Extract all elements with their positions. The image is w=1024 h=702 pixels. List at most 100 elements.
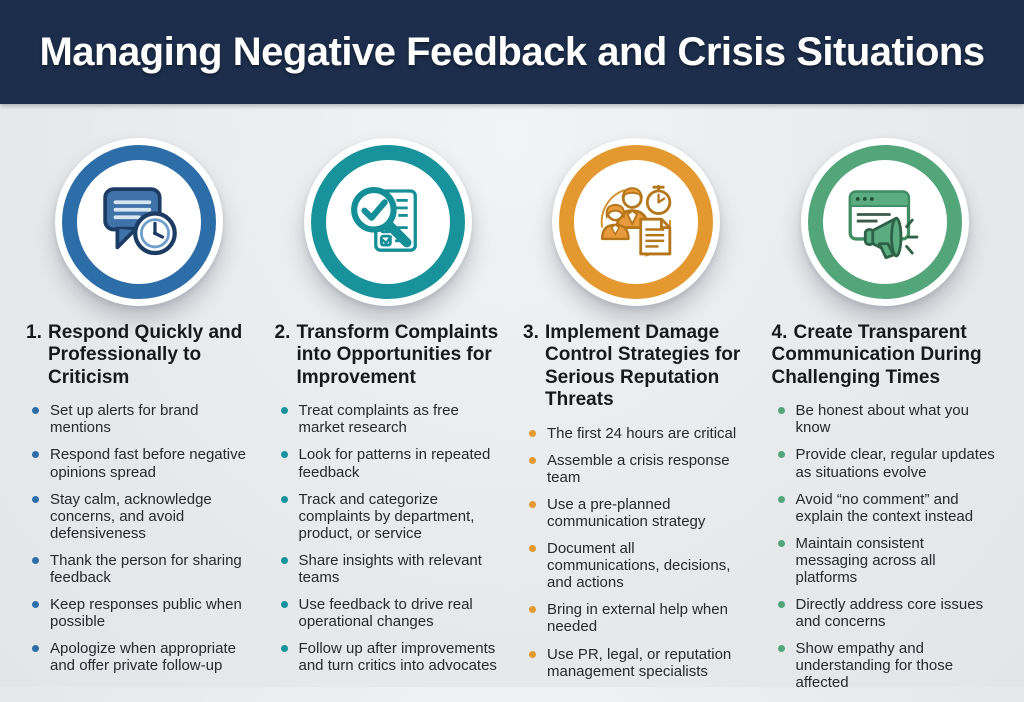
bullet-dot xyxy=(529,650,536,658)
list-item: Apologize when appropriate and offer pri… xyxy=(30,640,253,674)
bullet-dot xyxy=(32,601,39,609)
bullet-dot xyxy=(777,495,785,503)
page-title: Managing Negative Feedback and Crisis Si… xyxy=(39,29,985,74)
bullet-text: Document all communications, decisions, … xyxy=(547,540,731,592)
icon-wrap xyxy=(26,138,253,306)
magnifier-checklist-icon xyxy=(350,186,417,252)
list-item: Assemble a crisis response team xyxy=(527,452,750,486)
list-item: Respond fast before negative opinions sp… xyxy=(30,446,253,481)
list-item: Directly address core issues and concern… xyxy=(776,596,999,630)
icon-ring xyxy=(807,145,962,299)
column-title-text: Implement Damage Control Strategies for … xyxy=(545,322,741,411)
bullet-text: Provide clear, regular updates as situat… xyxy=(795,446,995,481)
icon-wrap xyxy=(523,138,750,306)
list-item: Bring in external help when needed xyxy=(527,601,750,635)
bullet-dot xyxy=(529,456,536,464)
bullet-text: Maintain consistent messaging across all… xyxy=(795,534,936,586)
bullet-text: Set up alerts for brand mentions xyxy=(50,402,199,437)
bullet-dot xyxy=(32,407,39,415)
crisis-team-stopwatch-icon xyxy=(601,184,672,257)
bullet-text: Track and categorize complaints by depar… xyxy=(298,490,475,542)
bullet-dot xyxy=(777,601,785,609)
bullet-text: Assemble a crisis response team xyxy=(547,451,730,486)
bullet-text: Apologize when appropriate and offer pri… xyxy=(50,640,236,675)
columns-container: 1. Respond Quickly and Professionally to … xyxy=(0,104,1024,702)
column-transform-complaints: 2.Transform Complaints into Opportunitie… xyxy=(275,138,502,702)
list-item: Avoid “no comment” and explain the conte… xyxy=(776,491,999,525)
list-item: Show empathy and understanding for those… xyxy=(776,640,999,691)
bullet-dot xyxy=(32,556,39,564)
list-item: Track and categorize complaints by depar… xyxy=(279,491,502,542)
list-item: The first 24 hours are critical xyxy=(527,425,750,442)
bullet-text: Look for patterns in repeated feedback xyxy=(298,446,491,481)
list-item: Follow up after improvements and turn cr… xyxy=(279,640,502,674)
list-item: Set up alerts for brand mentions xyxy=(30,402,253,436)
bullet-text: Stay calm, acknowledge concerns, and avo… xyxy=(50,490,212,542)
bullet-dot xyxy=(280,495,288,503)
list-item: Use a pre-planned communication strategy xyxy=(527,496,750,530)
column-title: 3. Implement Damage Control Strategies fo… xyxy=(523,322,750,412)
bullet-dot xyxy=(777,539,785,547)
bullet-dot xyxy=(280,645,288,653)
column-number: 3. xyxy=(523,322,539,343)
list-item: Treat complaints as free market research xyxy=(279,402,502,436)
bullet-text: Keep responses public when possible xyxy=(50,596,242,631)
column-respond-quickly: 1. Respond Quickly and Professionally to … xyxy=(26,138,253,702)
bullet-dot xyxy=(280,556,288,564)
bullet-text: Show empathy and understanding for those… xyxy=(795,640,954,692)
list-item: Keep responses public when possible xyxy=(30,596,253,630)
icon-wrap xyxy=(772,138,999,306)
list-item: Document all communications, decisions, … xyxy=(527,540,750,591)
column-title-text: Create Transparent Communication During … xyxy=(771,322,982,388)
bullet-dot xyxy=(777,645,785,653)
bullet-text: Share insights with relevant teams xyxy=(298,551,482,586)
bullet-dot xyxy=(529,429,536,437)
bullet-text: Be honest about what you know xyxy=(795,402,969,437)
bullet-dot xyxy=(32,451,39,459)
list-item: Share insights with relevant teams xyxy=(279,552,502,586)
browser-megaphone-icon xyxy=(848,190,919,260)
list-item: Maintain consistent messaging across all… xyxy=(776,535,999,586)
bullet-text: Thank the person for sharing feedback xyxy=(50,551,242,586)
column-number: 2. xyxy=(274,322,291,343)
column-transparent-communication: 4.Create Transparent Communication Durin… xyxy=(772,138,999,702)
column-number: 1. xyxy=(26,322,42,343)
header-bar: Managing Negative Feedback and Crisis Si… xyxy=(0,0,1024,104)
bullet-dot xyxy=(280,601,288,609)
column-title-text: Respond Quickly and Professionally to Cr… xyxy=(48,322,243,388)
bullet-dot xyxy=(32,495,39,503)
bullet-dot xyxy=(529,545,536,553)
list-item: Thank the person for sharing feedback xyxy=(30,552,253,586)
chat-bubble-clock-icon xyxy=(103,187,178,256)
list-item: Look for patterns in repeated feedback xyxy=(279,446,502,481)
bullet-text: Avoid “no comment” and explain the conte… xyxy=(795,490,974,525)
bullet-text: Respond fast before negative opinions sp… xyxy=(50,446,246,481)
bullet-text: Follow up after improvements and turn cr… xyxy=(298,640,497,675)
bullet-text: The first 24 hours are critical xyxy=(547,424,737,442)
bullet-list: Be honest about what you know Provide cl… xyxy=(772,402,999,691)
icon-ring xyxy=(62,145,217,299)
icon-circle xyxy=(800,138,969,306)
bullet-text: Bring in external help when needed xyxy=(547,601,728,636)
bullet-text: Use PR, legal, or reputation management … xyxy=(547,645,732,680)
list-item: Use PR, legal, or reputation management … xyxy=(527,646,750,680)
bullet-list: Set up alerts for brand mentions Respond… xyxy=(26,402,253,674)
column-title: 1. Respond Quickly and Professionally to … xyxy=(26,322,253,389)
bullet-dot xyxy=(280,407,288,415)
icon-ring xyxy=(310,145,465,299)
bullet-text: Use a pre-planned communication strategy xyxy=(547,495,706,530)
icon-ring xyxy=(559,145,714,299)
bullet-text: Directly address core issues and concern… xyxy=(795,596,984,631)
bullet-dot xyxy=(32,645,39,653)
bullet-list: Treat complaints as free market research… xyxy=(275,402,502,674)
column-number: 4. xyxy=(771,322,788,343)
bullet-list: The first 24 hours are critical Assemble… xyxy=(523,425,750,680)
icon-circle xyxy=(552,138,721,306)
bullet-dot xyxy=(529,606,536,614)
bullet-dot xyxy=(280,451,288,459)
bullet-dot xyxy=(777,407,785,415)
icon-circle xyxy=(55,138,224,306)
column-title: 4.Create Transparent Communication Durin… xyxy=(772,322,999,389)
list-item: Stay calm, acknowledge concerns, and avo… xyxy=(30,491,253,542)
list-item: Be honest about what you know xyxy=(776,402,999,436)
